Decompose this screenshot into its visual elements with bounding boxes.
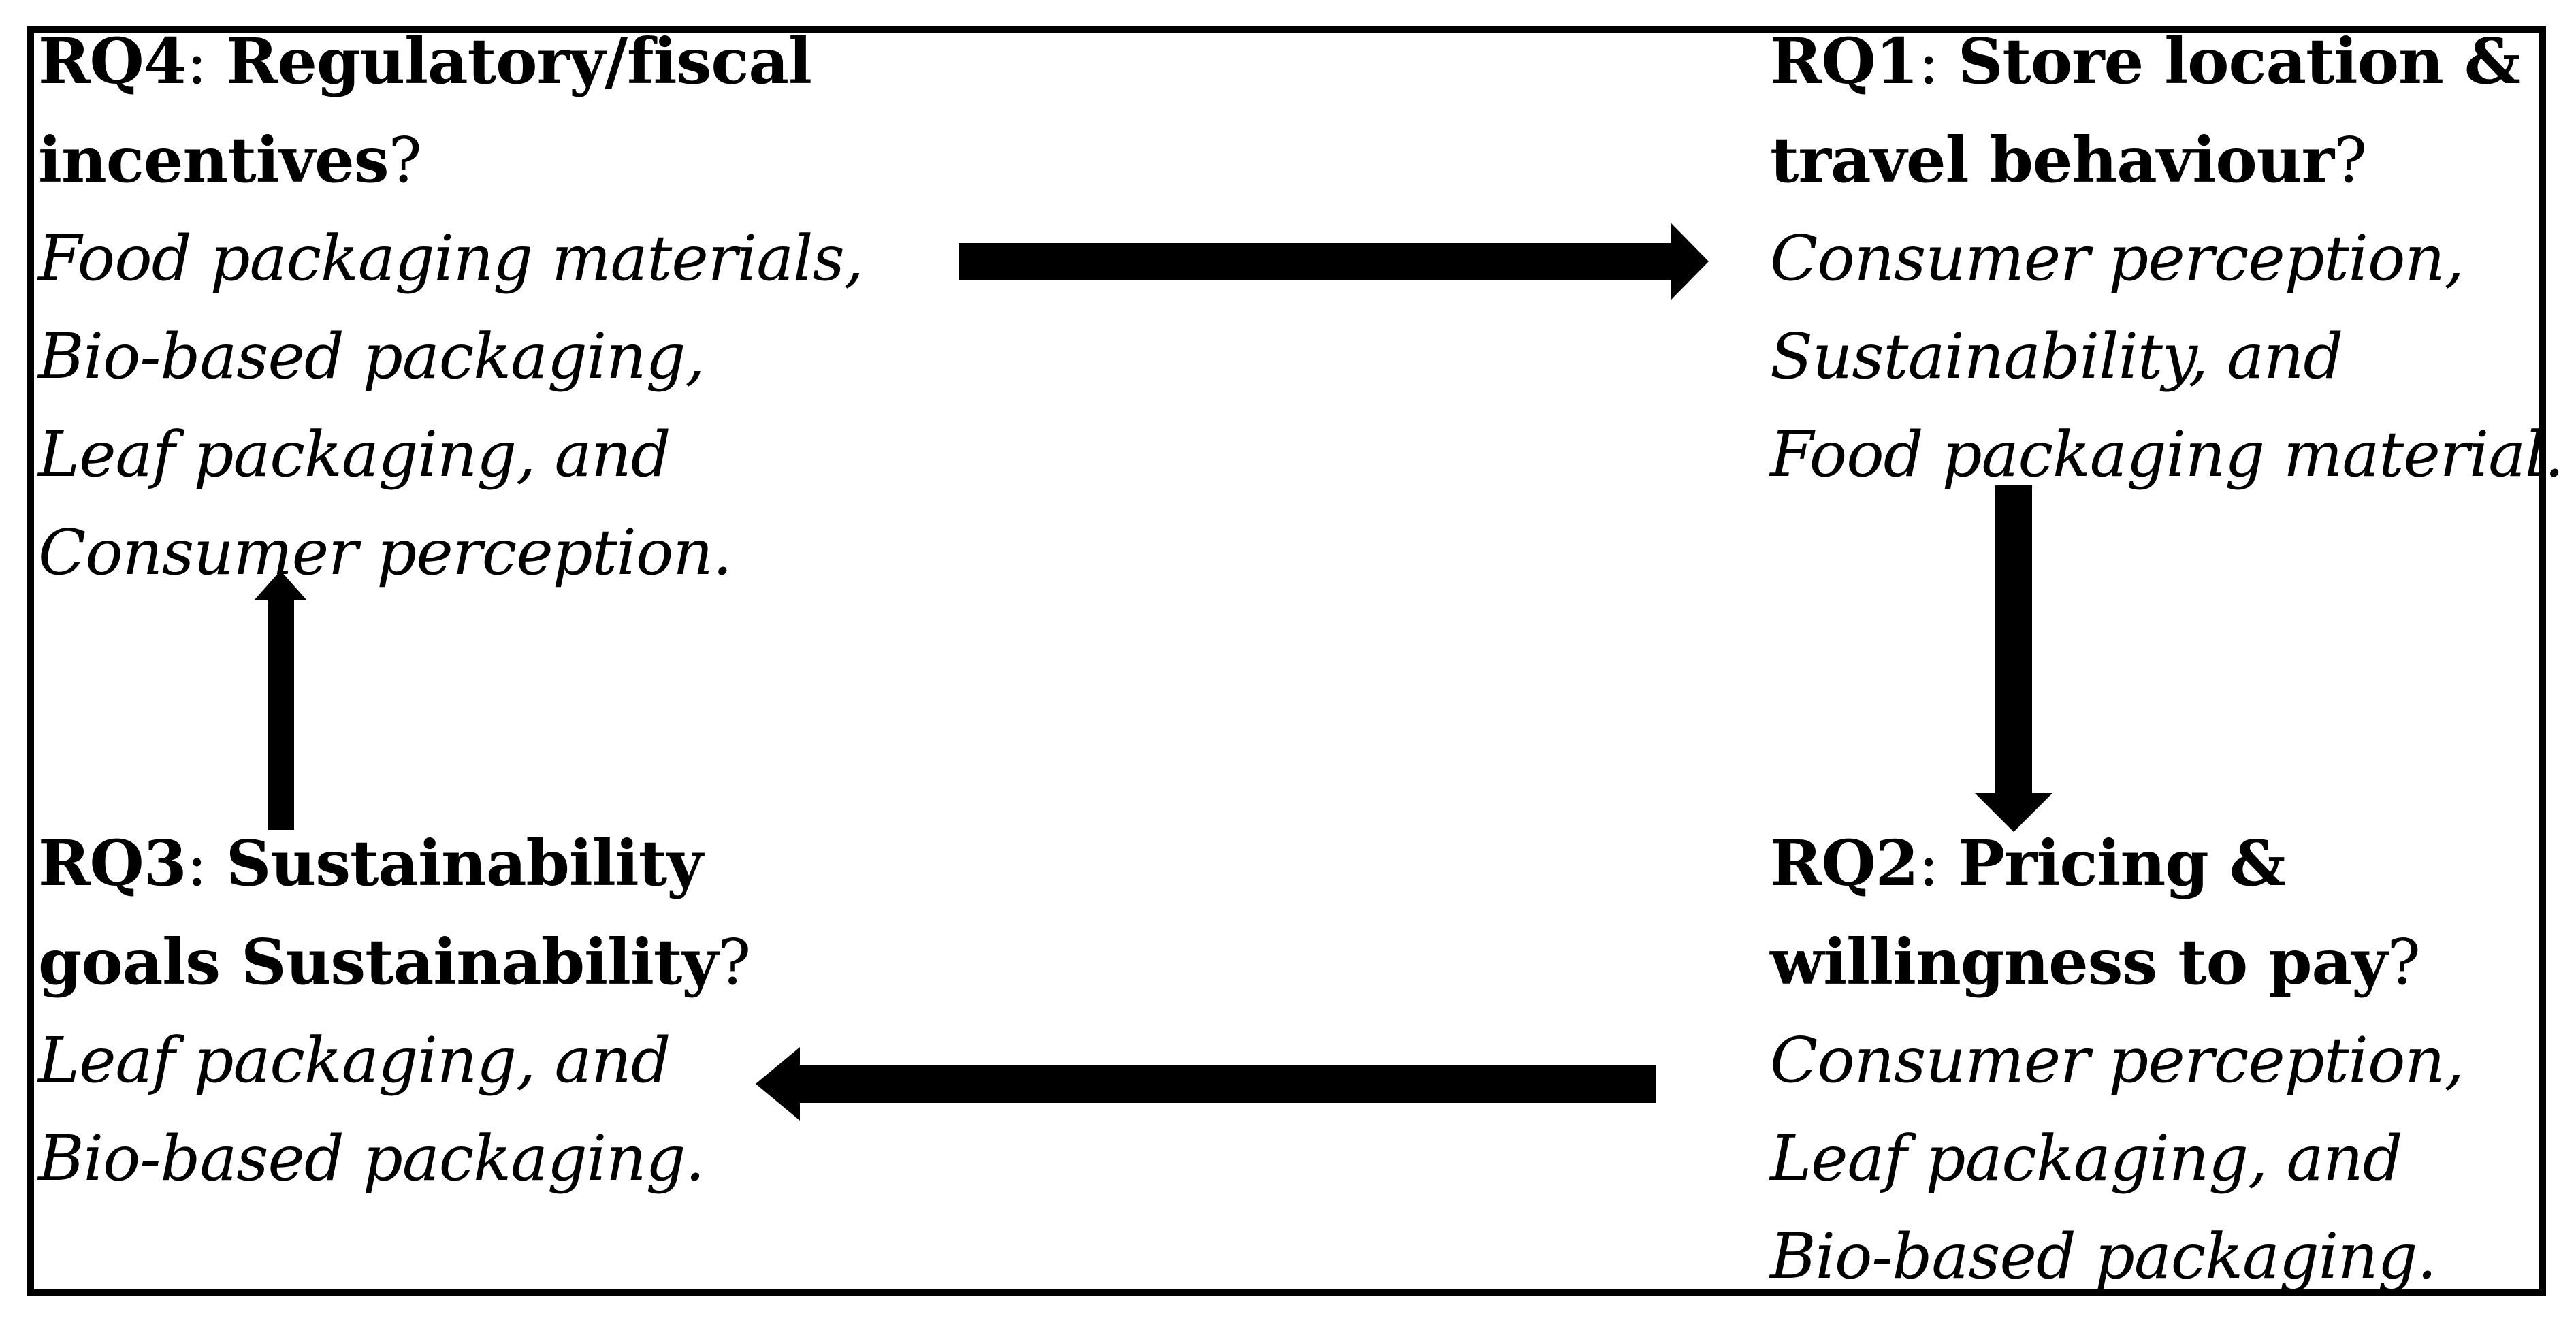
rq4-topic: Bio-based packaging,: [38, 320, 705, 393]
node-rq1: RQ1: Store location &travel behaviour?Co…: [1770, 12, 2564, 504]
rq1-title-segment: :: [1918, 25, 1958, 98]
rq1-topic: Food packaging material.: [1770, 418, 2564, 491]
rq2-title-segment: :: [1918, 827, 1958, 900]
rq4-title-segment: incentives: [38, 123, 389, 197]
diagram-frame: [27, 26, 2546, 1296]
rq3-title-line: goals Sustainability?: [38, 913, 751, 1012]
rq2-title-segment: willingness to pay: [1770, 925, 2388, 999]
rq1-title-segment: ?: [2334, 124, 2367, 197]
rq3-title-segment: RQ3: [38, 826, 187, 900]
rq2-title-segment: RQ2: [1770, 826, 1919, 900]
rq4-title-segment: Regulatory/fiscal: [225, 25, 812, 98]
rq4-topic: Food packaging materials,: [38, 222, 864, 295]
rq4-topic: Consumer perception.: [38, 516, 732, 589]
rq3-topic: Bio-based packaging.: [38, 1122, 705, 1195]
rq1-title-line: RQ1: Store location &: [1770, 12, 2564, 111]
rq4-title-line: RQ4: Regulatory/fiscal: [38, 12, 863, 111]
rq4-title-segment: :: [186, 25, 226, 98]
rq1-topic: Consumer perception,: [1770, 222, 2464, 295]
rq2-title-line: RQ2: Pricing &: [1770, 814, 2464, 913]
rq3-topic: Leaf packaging, and: [38, 1024, 671, 1097]
rq3-title-segment: goals Sustainability: [38, 925, 718, 999]
node-rq2: RQ2: Pricing &willingness to pay?Consume…: [1770, 814, 2464, 1306]
rq2-title-segment: Pricing &: [1957, 826, 2286, 900]
rq2-topic: Consumer perception,: [1770, 1024, 2464, 1097]
rq4-title-segment: ?: [388, 124, 422, 197]
rq1-topic: Sustainability, and: [1770, 320, 2343, 393]
rq4-title-segment: RQ4: [38, 25, 187, 98]
rq1-title-line: travel behaviour?: [1770, 111, 2564, 210]
rq2-topic: Leaf packaging, and: [1770, 1122, 2402, 1195]
rq2-topic: Bio-based packaging.: [1770, 1220, 2437, 1293]
rq2-title-line: willingness to pay?: [1770, 913, 2464, 1012]
rq2-title-segment: ?: [2387, 926, 2421, 999]
rq3-title-line: RQ3: Sustainability: [38, 814, 750, 913]
rq3-title-segment: :: [186, 827, 226, 900]
rq3-title-segment: ?: [717, 926, 751, 999]
rq1-title-segment: Store location &: [1957, 25, 2521, 98]
rq4-topic: Leaf packaging, and: [38, 418, 671, 491]
rq1-title-segment: RQ1: [1770, 25, 1919, 98]
rq4-title-line: incentives?: [38, 111, 863, 210]
rq3-title-segment: Sustainability: [225, 826, 703, 900]
rq1-title-segment: travel behaviour: [1770, 123, 2334, 197]
